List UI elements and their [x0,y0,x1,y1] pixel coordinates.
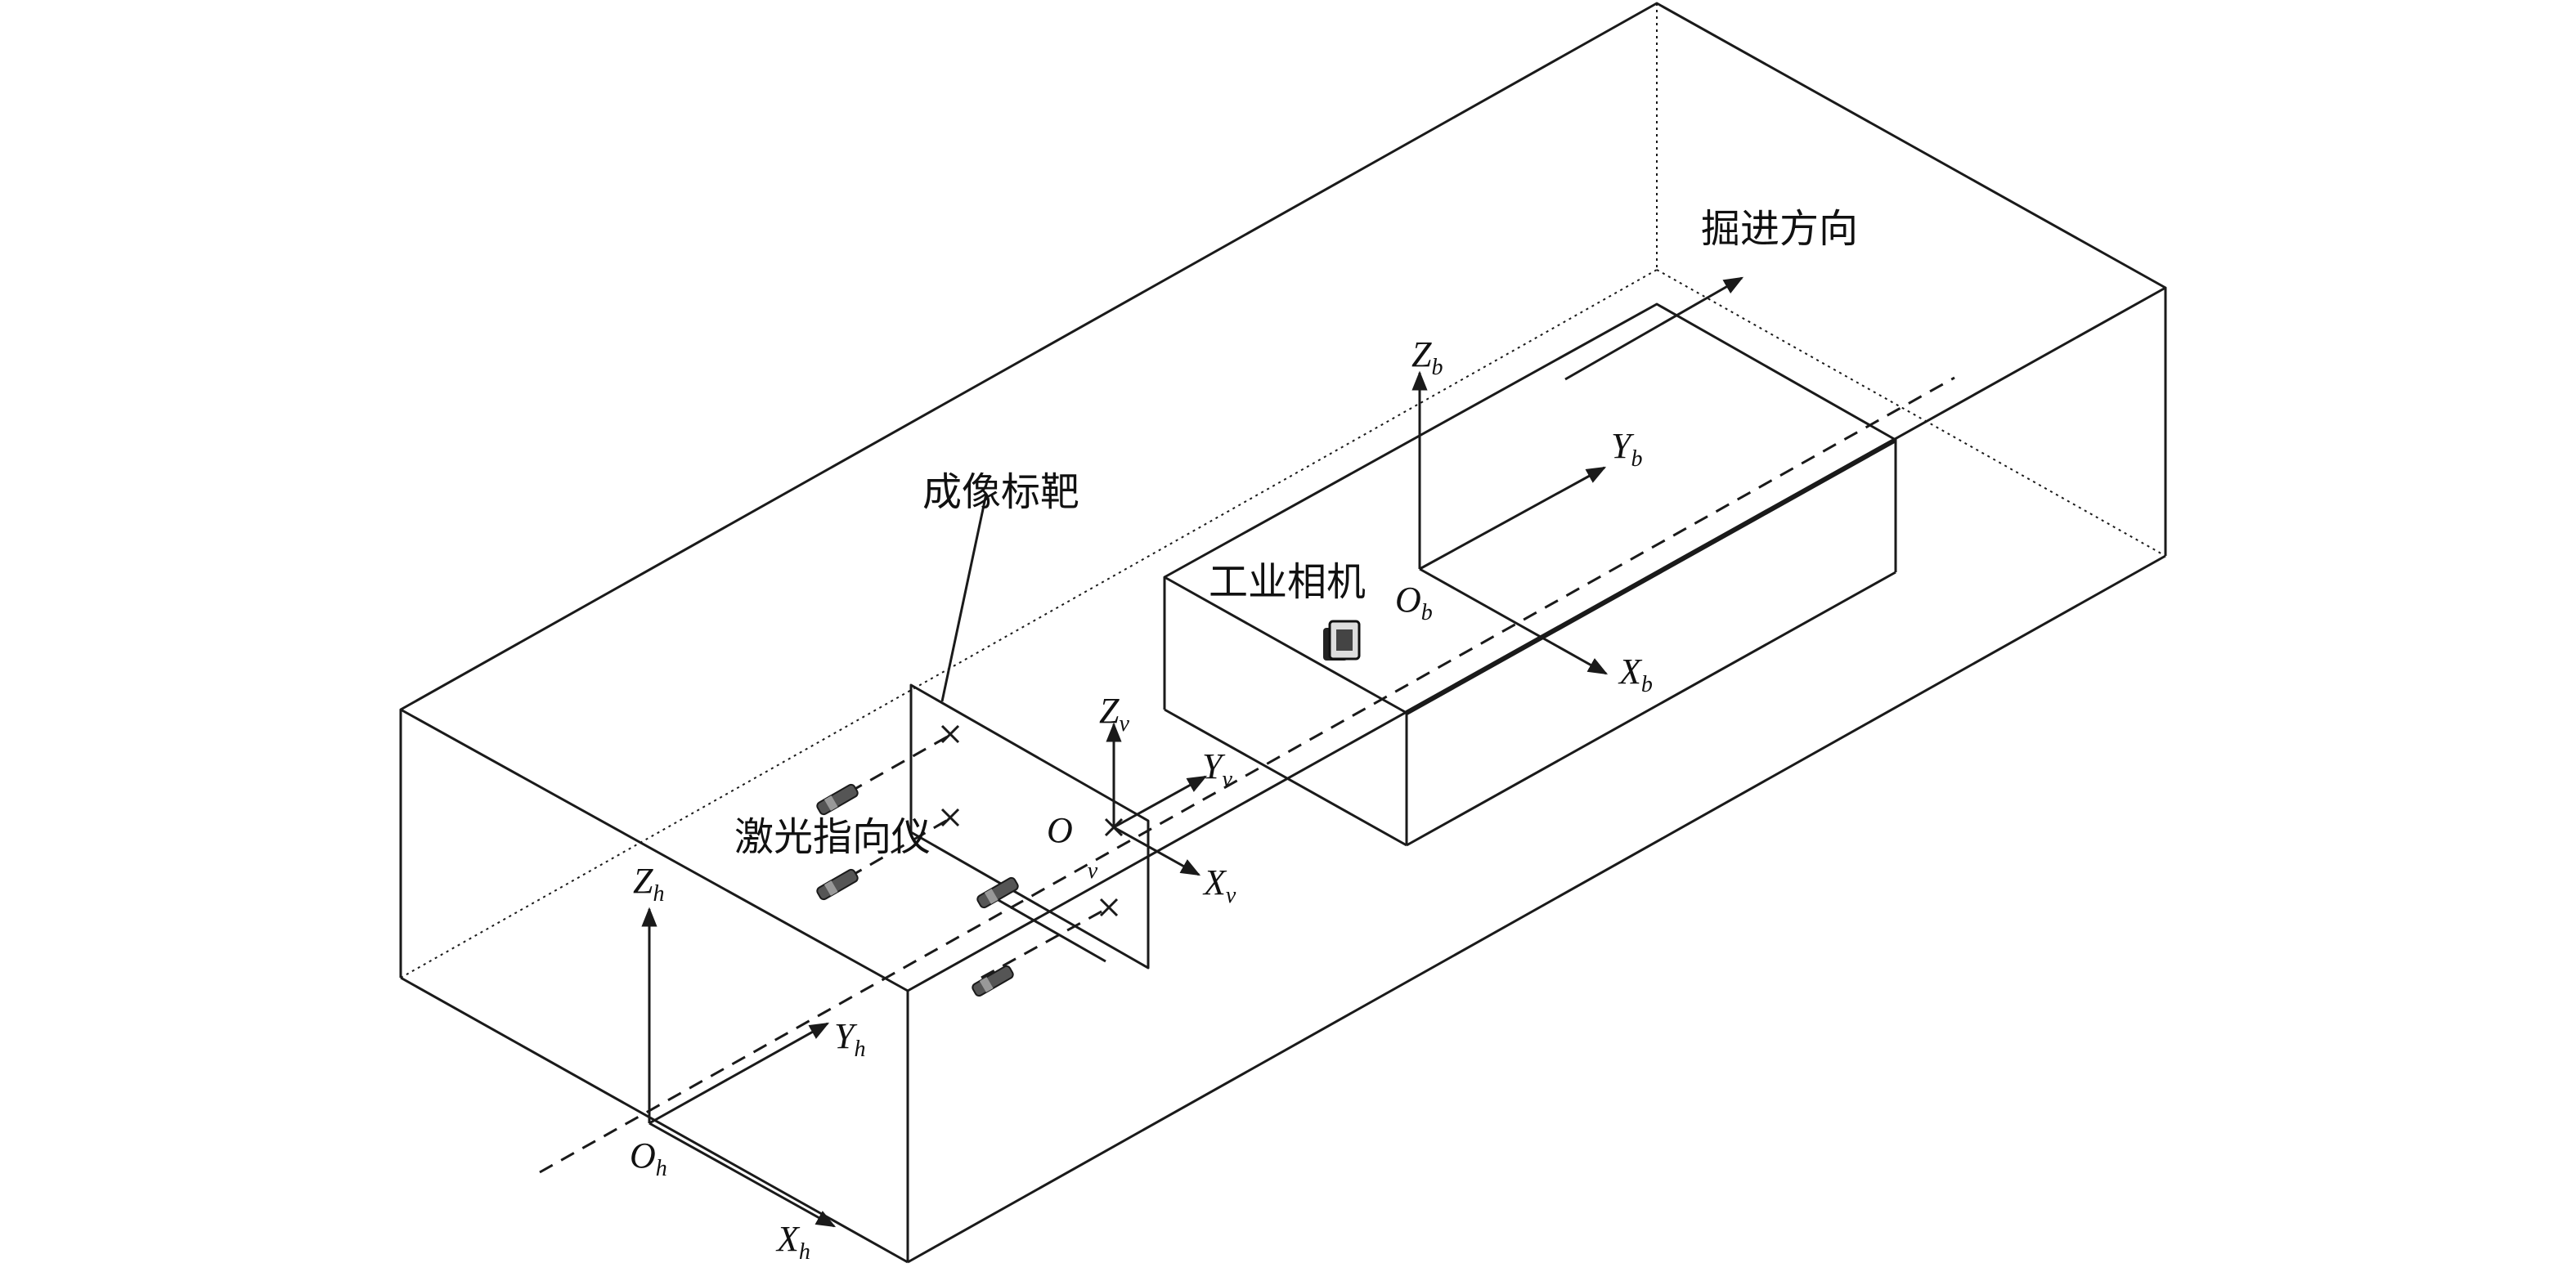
target-cross-icon [940,808,960,827]
industrial-camera-label: 工业相机 [1209,559,1366,605]
xb-axis [1419,567,1609,675]
imaging-target [909,493,1150,970]
laser-pointer-label: 激光指向仪 [734,814,931,860]
target-plane [909,683,1150,970]
laser-beam-solid [990,894,1106,963]
xv-axis [1113,826,1201,876]
tunnel-bottom-right-edge [907,554,2166,1264]
yv-axis [1113,775,1208,829]
axes-v [1104,722,1208,876]
laser-pointer-icon [972,965,1014,997]
imaging-target-label: 成像标靶 [922,469,1079,515]
yh-label: Yh [834,1016,865,1062]
yv-label: Yv [1202,746,1232,792]
tunnel-hidden-edge [400,269,1658,979]
zv-label: Zv [1099,691,1129,737]
zb-label: Zb [1411,334,1443,380]
yb-axis [1419,466,1607,571]
tunnel-hidden-edge [1656,269,2166,557]
laser-pointer-icon [816,783,859,816]
machine-highlight-edge [1405,437,1897,715]
axes-b [1411,370,1609,675]
target-cross-icon [940,724,960,744]
xb-label: Xb [1618,652,1653,697]
xh-label: Xh [775,1219,810,1265]
advance-direction-label: 掘进方向 [1701,206,1858,252]
laser-beam-line [539,376,1955,1174]
laser-pointer-icon [976,876,1019,909]
industrial-camera-icon [1323,620,1361,661]
machine-edge [1406,571,1896,847]
oh-label: Oh [630,1135,667,1181]
xv-label: Xv [1202,862,1236,908]
zh-label: Zh [633,861,664,907]
yb-label: Yb [1611,426,1642,472]
laser-beam [981,906,1110,979]
tunnel-top-face [399,2,2167,992]
ob-label: Ob [1395,580,1433,625]
machine-edge [1164,708,1407,847]
tunnel-box [399,2,2167,1264]
axes-h [641,907,837,1228]
target-leader-line [940,493,988,702]
origin-cross-icon [1104,817,1124,837]
xh-axis [648,1122,837,1228]
target-cross-icon [1099,898,1119,917]
advance-direction-arrow [1564,276,1744,381]
machine-box [1163,302,1897,847]
laser-pointer-icon [816,868,859,901]
yh-axis [648,1022,830,1125]
ov-label: Ov [1047,810,1098,884]
